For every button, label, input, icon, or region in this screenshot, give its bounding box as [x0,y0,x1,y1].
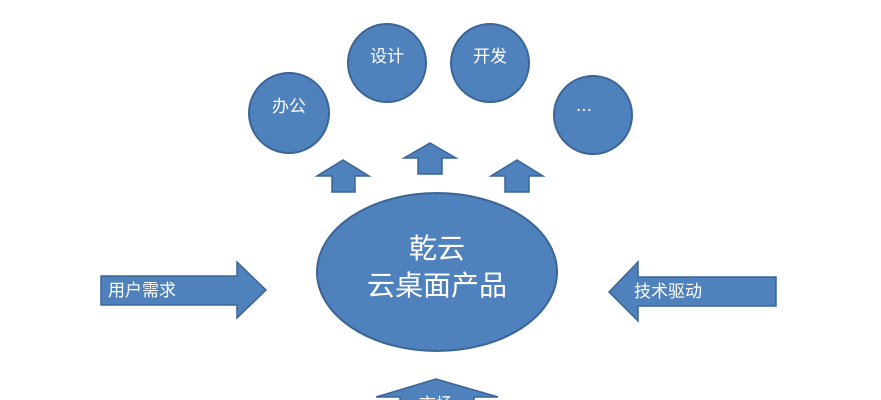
center-product-node: 乾云 云桌面产品 [316,192,558,352]
up-arrow-left [314,159,372,193]
output-node-office: 办公 [248,72,330,154]
input-arrow-market-label: 市场 [419,395,453,400]
center-title-line1: 乾云 [409,232,465,265]
input-arrow-user-needs-label: 用户需求 [108,281,176,301]
output-node-develop-label: 开发 [473,47,507,67]
output-node-more-label: ... [576,96,592,116]
output-node-design: 设计 [347,23,427,103]
input-arrow-tech-driven-label: 技术驱动 [634,282,702,302]
center-title-line2: 云桌面产品 [367,269,507,302]
up-arrow-right [488,159,546,193]
input-arrow-tech-driven: 技术驱动 [607,260,777,323]
output-node-design-label: 设计 [370,47,404,67]
input-arrow-user-needs: 用户需求 [100,260,268,320]
output-node-develop: 开发 [450,23,530,103]
input-arrow-market: 市场 [375,378,499,400]
output-node-more: ... [553,75,633,155]
up-arrow-middle [401,142,459,175]
output-node-office-label: 办公 [272,97,306,117]
